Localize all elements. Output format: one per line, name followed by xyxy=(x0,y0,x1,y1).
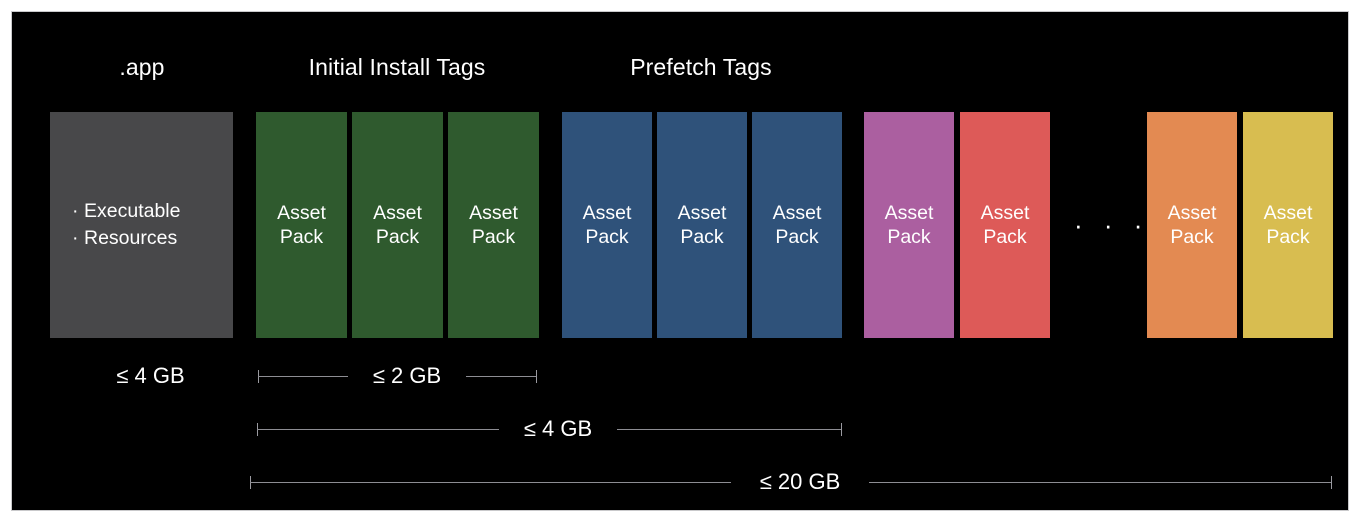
app-bundle-item-resources: ·Resources xyxy=(72,225,180,252)
measure-initial-install-size: ≤ 2 GB xyxy=(258,362,537,390)
asset-pack-label: Asset Pack xyxy=(373,202,422,248)
asset-pack-blue-1[interactable]: Asset Pack xyxy=(562,112,652,338)
asset-pack-label: Asset Pack xyxy=(772,202,822,248)
group-label-initial-install-tags: Initial Install Tags xyxy=(308,54,486,80)
bullet-icon: · xyxy=(72,200,79,222)
app-bundle-box[interactable]: ·Executable ·Resources xyxy=(50,112,233,338)
asset-pack-label: Asset Pack xyxy=(469,202,518,248)
group-label-prefetch-tags: Prefetch Tags xyxy=(630,54,772,80)
asset-pack-blue-2[interactable]: Asset Pack xyxy=(657,112,747,338)
measure-initial-plus-prefetch-size-label: ≤ 4 GB xyxy=(499,415,617,443)
measure-total-size: ≤ 20 GB xyxy=(250,468,1332,496)
asset-pack-green-3[interactable]: Asset Pack xyxy=(448,112,539,338)
measure-cap-right xyxy=(1331,476,1332,489)
asset-pack-label: Asset Pack xyxy=(1263,202,1313,248)
asset-pack-green-2[interactable]: Asset Pack xyxy=(352,112,443,338)
measure-app-size-label: ≤ 4 GB xyxy=(116,363,185,388)
asset-pack-label: Asset Pack xyxy=(980,202,1030,248)
app-bundle-contents: ·Executable ·Resources xyxy=(50,198,180,252)
app-bundle-item-executable: ·Executable xyxy=(72,198,180,225)
ellipsis-icon: · · · xyxy=(1074,210,1150,240)
asset-pack-label: Asset Pack xyxy=(884,202,934,248)
bullet-icon: · xyxy=(72,227,79,249)
asset-pack-yellow[interactable]: Asset Pack xyxy=(1243,112,1333,338)
measure-cap-right xyxy=(841,423,842,436)
asset-pack-label: Asset Pack xyxy=(277,202,326,248)
asset-pack-green-1[interactable]: Asset Pack xyxy=(256,112,347,338)
asset-pack-purple[interactable]: Asset Pack xyxy=(864,112,954,338)
diagram-slide: .app Initial Install Tags Prefetch Tags … xyxy=(11,11,1349,511)
measure-cap-right xyxy=(536,370,537,383)
measure-app-size: ≤ 4 GB xyxy=(50,362,233,390)
asset-pack-orange[interactable]: Asset Pack xyxy=(1147,112,1237,338)
measure-initial-install-size-label: ≤ 2 GB xyxy=(348,362,466,390)
group-label-app: .app xyxy=(119,54,165,80)
measure-initial-plus-prefetch-size: ≤ 4 GB xyxy=(257,415,842,443)
asset-pack-blue-3[interactable]: Asset Pack xyxy=(752,112,842,338)
asset-pack-label: Asset Pack xyxy=(1167,202,1217,248)
measure-total-size-label: ≤ 20 GB xyxy=(731,468,869,496)
asset-pack-red[interactable]: Asset Pack xyxy=(960,112,1050,338)
asset-pack-label: Asset Pack xyxy=(582,202,632,248)
asset-pack-label: Asset Pack xyxy=(677,202,727,248)
